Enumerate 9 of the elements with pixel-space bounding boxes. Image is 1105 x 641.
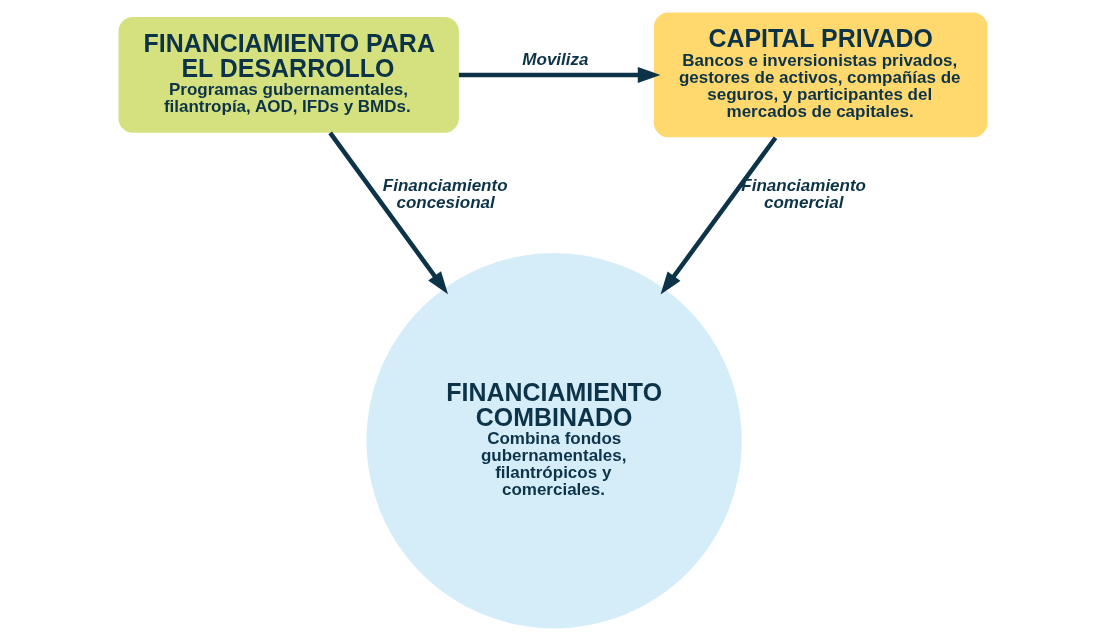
edge-label: Financiamiento concesional bbox=[382, 175, 508, 212]
arrow bbox=[327, 131, 448, 295]
node-circle: FINANCIAMIENTO COMBINADO Combina fondos gubernamentales, filantrópicos y comerciales. bbox=[366, 253, 742, 629]
node-box: CAPITAL PRIVADO Bancos e inversionistas privados, gestores de activos, compañías de seguros, y participantes del mercados de capitales. bbox=[653, 12, 987, 138]
edge-label: Moviliza bbox=[521, 49, 588, 69]
node-box: FINANCIAMIENTO PARA EL DESARROLLO Programas gubernamentales, filantropía, AOD, IFDs y BMDs. bbox=[118, 17, 459, 133]
arrow bbox=[660, 136, 777, 295]
arrow bbox=[458, 66, 660, 83]
edge-label: Financiamiento comercial bbox=[740, 175, 866, 212]
